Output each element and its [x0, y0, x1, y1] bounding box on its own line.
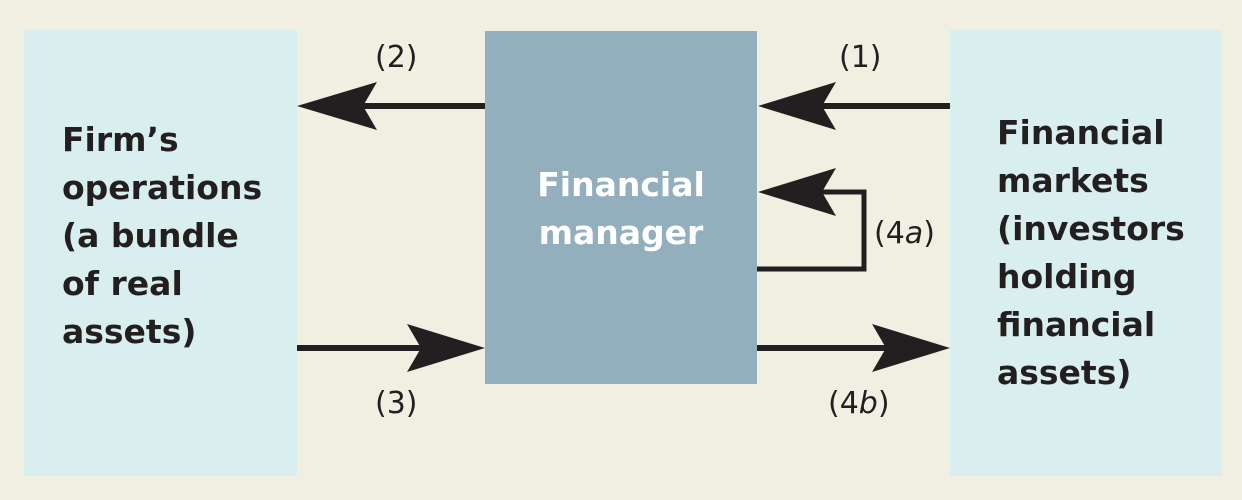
arrow-2 [297, 82, 485, 130]
arrow-3 [297, 324, 485, 372]
flow-label-4a: (4a) [874, 216, 935, 251]
arrow-4a [757, 168, 867, 272]
financial-markets-box: Financial markets (investors holding fin… [950, 30, 1222, 476]
arrow-1 [758, 82, 950, 130]
firms-operations-box: Firm’s operations (a bundle of real asse… [24, 30, 297, 476]
financial-markets-label: Financial markets (investors holding fin… [997, 113, 1185, 392]
firms-operations-label: Firm’s operations (a bundle of real asse… [62, 120, 263, 351]
financial-manager-box: Financial manager [485, 31, 757, 384]
flow-label-2: (2) [375, 40, 418, 75]
financial-manager-label: Financial manager [537, 165, 705, 252]
flow-label-4b: (4b) [828, 386, 890, 421]
flow-label-3: (3) [375, 386, 418, 421]
arrow-4b [757, 324, 950, 372]
flow-label-1: (1) [839, 40, 882, 75]
